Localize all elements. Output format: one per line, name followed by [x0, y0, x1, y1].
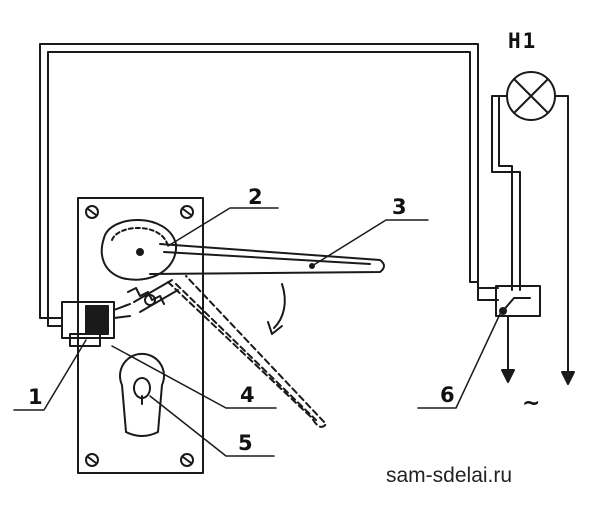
callout-2-leader [167, 207, 279, 247]
ac-symbol: ~ [522, 391, 540, 416]
lock-cylinder [119, 352, 165, 437]
rotation-arrow-icon [267, 283, 286, 335]
callout-1: 1 [28, 385, 43, 409]
callout-2: 2 [248, 185, 263, 209]
door-handle [149, 243, 385, 275]
callout-1-leader [13, 339, 87, 411]
callout-4-leader [111, 345, 277, 409]
push-rod [127, 279, 179, 313]
door-handle-pressed [167, 275, 327, 428]
callout-5: 5 [238, 431, 253, 455]
callout-5-leader [149, 395, 275, 457]
contact-box [495, 285, 541, 383]
callout-3: 3 [392, 195, 407, 219]
callout-6: 6 [440, 383, 455, 407]
lamp-label: H1 [508, 29, 537, 53]
plate-screw-icon [85, 453, 99, 467]
watermark: sam-sdelai.ru [386, 464, 513, 487]
plate-screw-icon [180, 453, 194, 467]
handle-hub [100, 219, 178, 281]
callout-4: 4 [240, 383, 255, 407]
callout-6-leader [417, 313, 501, 409]
wire-loop [39, 43, 499, 327]
plate-screw-icon [180, 205, 194, 219]
lamp-h1 [491, 71, 575, 385]
escutcheon-plate [77, 197, 204, 474]
callout-3-leader [311, 219, 429, 267]
plate-screw-icon [85, 205, 99, 219]
microswitch [61, 301, 131, 347]
callout-leaders [13, 207, 501, 457]
